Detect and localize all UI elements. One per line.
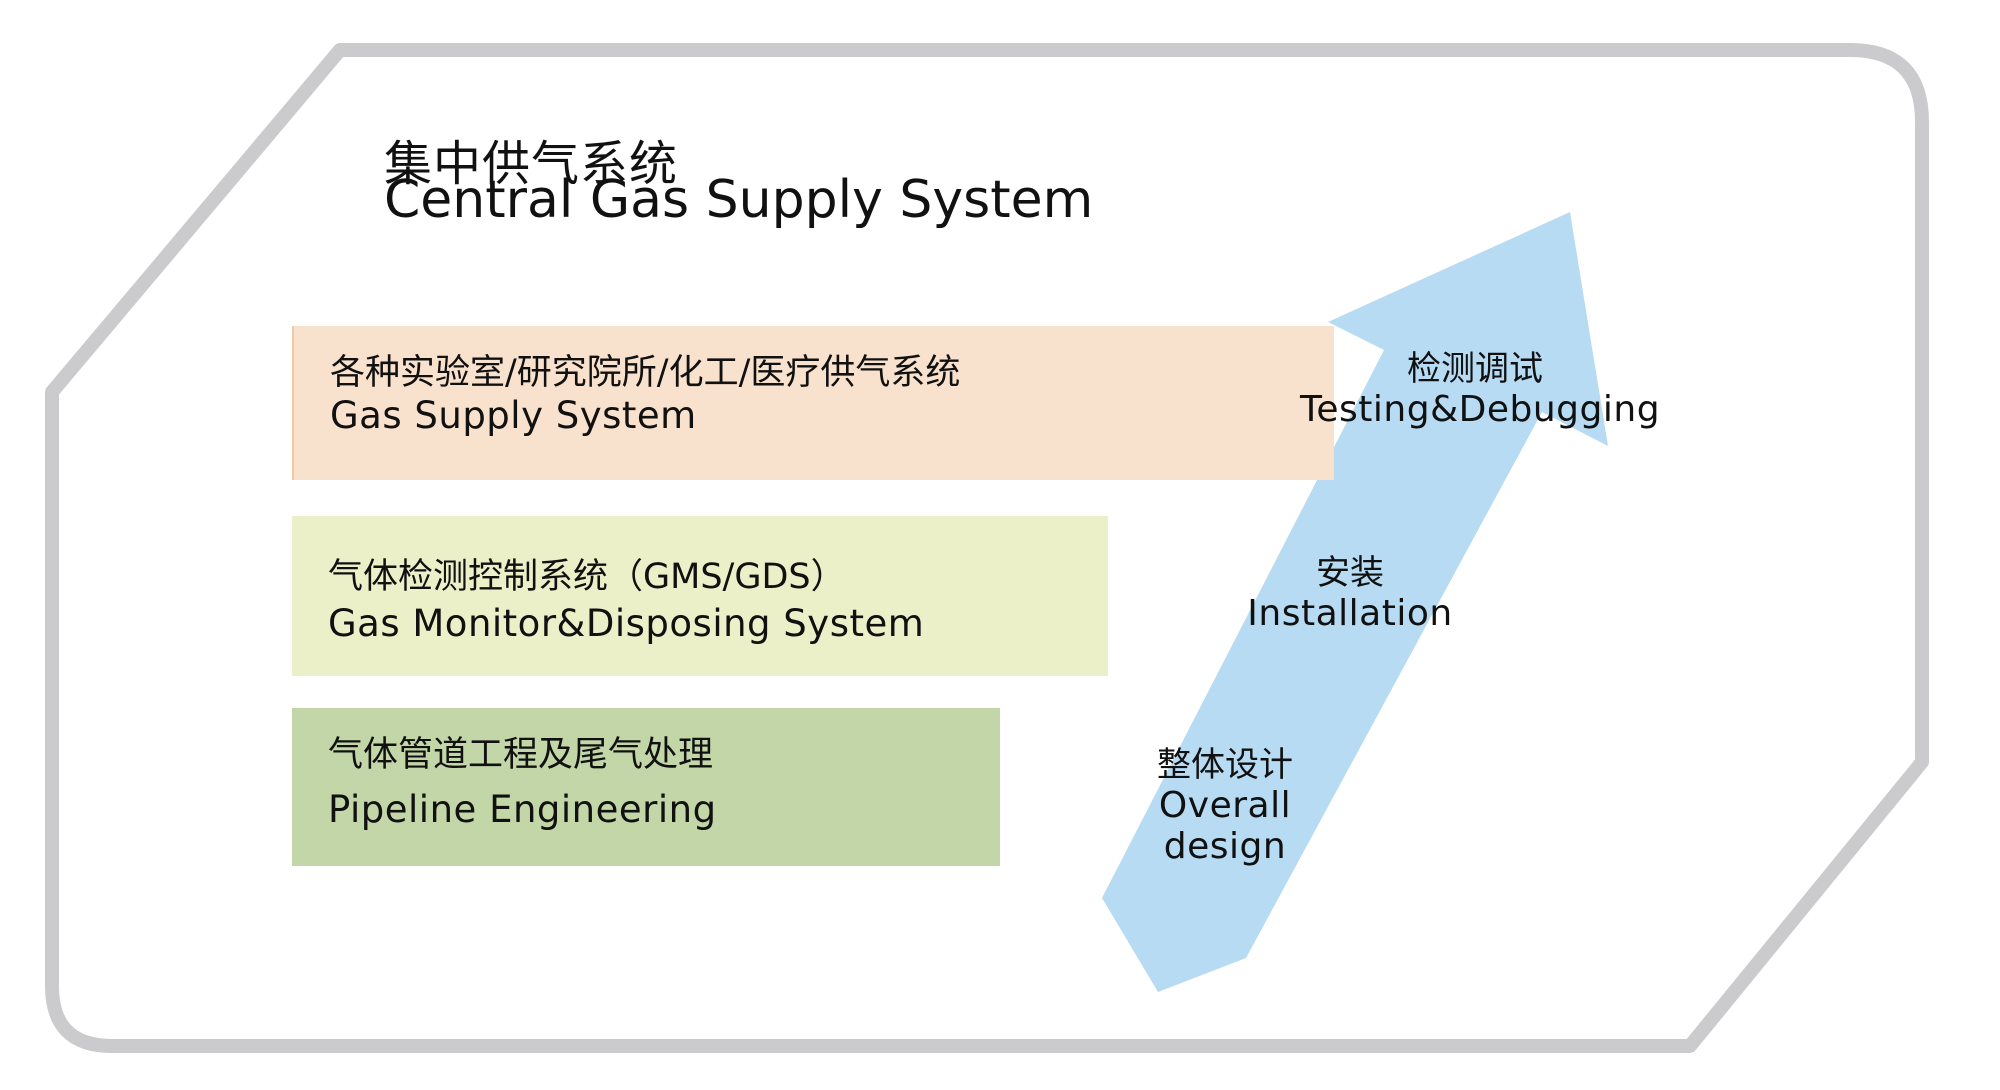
title-chinese: 集中供气系统 xyxy=(384,136,679,192)
step-label-chinese: 整体设计 xyxy=(1157,745,1293,785)
band-pipeline-engineering: 气体管道工程及尾气处理 Pipeline Engineering xyxy=(292,708,1000,866)
step-installation: 安装 Installation xyxy=(1225,553,1475,635)
progress-arrow xyxy=(1102,212,1608,992)
band-label-chinese: 各种实验室/研究院所/化工/医疗供气系统 xyxy=(330,353,961,393)
step-label-chinese: 安装 xyxy=(1316,553,1384,593)
band-label-chinese: 气体检测控制系统（GMS/GDS） xyxy=(328,557,846,597)
band-gas-monitor-system: 气体检测控制系统（GMS/GDS） Gas Monitor&Disposing … xyxy=(292,516,1108,676)
band-label-chinese: 气体管道工程及尾气处理 xyxy=(328,735,714,775)
step-label-english: Testing&Debugging xyxy=(1300,389,1661,431)
step-testing-debugging: 检测调试 Testing&Debugging xyxy=(1300,349,1661,431)
step-label-english: Installation xyxy=(1247,593,1453,635)
band-label-english: Pipeline Engineering xyxy=(328,788,717,831)
step-label-chinese: 检测调试 xyxy=(1407,349,1543,389)
title-english: Central Gas Supply System xyxy=(384,170,1094,230)
band-label-english: Gas Monitor&Disposing System xyxy=(328,602,925,645)
band-gas-supply-system: 各种实验室/研究院所/化工/医疗供气系统 Gas Supply System xyxy=(292,326,1334,480)
step-label-english: Overall design xyxy=(1158,785,1292,868)
step-overall-design: 整体设计 Overall design xyxy=(1100,745,1350,868)
diagram-title: 集中供气系统 Central Gas Supply System xyxy=(384,140,1093,226)
band-label-english: Gas Supply System xyxy=(330,394,697,437)
